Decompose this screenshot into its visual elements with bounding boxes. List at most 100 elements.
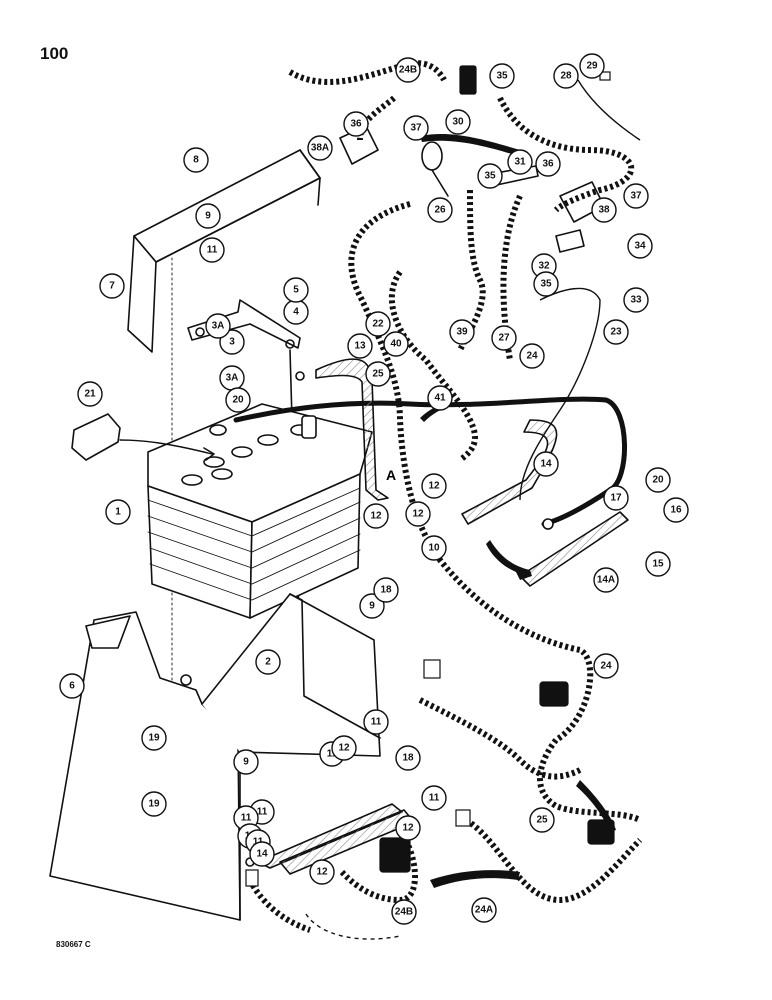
callout-label: 19 (148, 733, 160, 744)
callout-label: 6 (69, 681, 75, 692)
callout-label: 11 (241, 813, 252, 824)
callout-35: 35 (477, 163, 503, 189)
callout-12: 12 (331, 735, 357, 761)
callout-20: 20 (225, 387, 251, 413)
callout-25: 25 (365, 361, 391, 387)
callout-19: 19 (141, 725, 167, 751)
callout-label: 9 (243, 757, 249, 768)
callout-label: 22 (372, 319, 384, 330)
callout-38a: 38A (307, 135, 333, 161)
callout-12: 12 (395, 815, 421, 841)
callout-label: 38 (598, 205, 610, 216)
callout-label: 17 (610, 493, 622, 504)
callout-12: 12 (309, 859, 335, 885)
callout-label: 3 (229, 337, 235, 348)
callout-7: 7 (99, 273, 125, 299)
callout-label: 35 (484, 171, 496, 182)
callout-label: 1 (115, 507, 121, 518)
callout-2: 2 (255, 649, 281, 675)
callout-28: 28 (553, 63, 579, 89)
callout-label: 35 (540, 279, 552, 290)
callout-4: 4 (283, 299, 309, 325)
callout-23: 23 (603, 319, 629, 345)
ground-strap-14a (519, 511, 629, 587)
callout-36: 36 (535, 151, 561, 177)
callout-40: 40 (383, 331, 409, 357)
callout-13: 13 (347, 333, 373, 359)
callout-8: 8 (183, 147, 209, 173)
callout-label: 24A (475, 905, 493, 916)
callout-27: 27 (491, 325, 517, 351)
callout-19: 19 (141, 791, 167, 817)
callout-1: 1 (105, 499, 131, 525)
callout-label: 11 (207, 245, 218, 256)
callout-label: 19 (148, 799, 160, 810)
harness-connectors (245, 65, 615, 887)
callout-label: 14A (597, 575, 615, 586)
callout-18: 18 (373, 577, 399, 603)
callout-22: 22 (365, 311, 391, 337)
callout-26: 26 (427, 197, 453, 223)
callout-14a: 14A (593, 567, 619, 593)
callout-16: 16 (663, 497, 689, 523)
callout-17: 17 (603, 485, 629, 511)
callout-label: 30 (452, 117, 464, 128)
callout-30: 30 (445, 109, 471, 135)
callout-label: 20 (652, 475, 664, 486)
callout-label: 36 (542, 159, 554, 170)
callout-10: 10 (421, 535, 447, 561)
callout-label: 18 (380, 585, 392, 596)
part-code: 830667 C (56, 940, 91, 949)
callout-14: 14 (249, 841, 275, 867)
callout-label: 23 (610, 327, 622, 338)
callout-label: 2 (265, 657, 271, 668)
callout-label: 12 (370, 511, 382, 522)
callout-5: 5 (283, 277, 309, 303)
callout-label: 18 (402, 753, 414, 764)
callout-label: 37 (410, 123, 422, 134)
callout-label: 24 (526, 351, 538, 362)
callout-label: 3A (212, 321, 225, 332)
callout-24b: 24B (391, 899, 417, 925)
callout-label: 7 (109, 281, 115, 292)
terminal-boot (71, 413, 121, 461)
callout-38: 38 (591, 197, 617, 223)
callout-label: 25 (536, 815, 548, 826)
callout-label: 11 (429, 793, 440, 804)
callout-35: 35 (489, 63, 515, 89)
callout-label: 15 (652, 559, 664, 570)
callout-24: 24 (593, 653, 619, 679)
callout-label: 11 (327, 749, 338, 760)
callout-label: 38A (311, 143, 329, 154)
callout-12: 12 (363, 503, 389, 529)
view-label: A (386, 467, 396, 483)
callout-label: 34 (634, 241, 646, 252)
callout-24: 24 (519, 343, 545, 369)
callout-label: 5 (293, 285, 299, 296)
callout-29: 29 (579, 53, 605, 79)
callout-label: 11 (371, 717, 382, 728)
callout-31: 31 (507, 149, 533, 175)
callout-15: 15 (645, 551, 671, 577)
callout-label: 24B (399, 65, 417, 76)
callout-label: 8 (193, 155, 199, 166)
callout-14: 14 (533, 451, 559, 477)
callout-9: 9 (195, 203, 221, 229)
page-number: 100 (40, 44, 69, 63)
callout-label: 36 (350, 119, 362, 130)
callout-label: 32 (538, 261, 550, 272)
callout-label: 10 (428, 543, 440, 554)
callout-layer: 1233A3A456789991011111111111111111212121… (59, 53, 689, 925)
callout-9: 9 (233, 749, 259, 775)
callout-20: 20 (645, 467, 671, 493)
callout-21: 21 (77, 381, 103, 407)
callout-label: 25 (372, 369, 384, 380)
callout-12: 12 (405, 501, 431, 527)
callout-11: 11 (199, 237, 225, 263)
callout-label: 13 (354, 341, 366, 352)
callout-41: 41 (427, 385, 453, 411)
callout-label: 3A (226, 373, 239, 384)
callout-3: 3 (219, 329, 245, 355)
callout-12: 12 (421, 473, 447, 499)
